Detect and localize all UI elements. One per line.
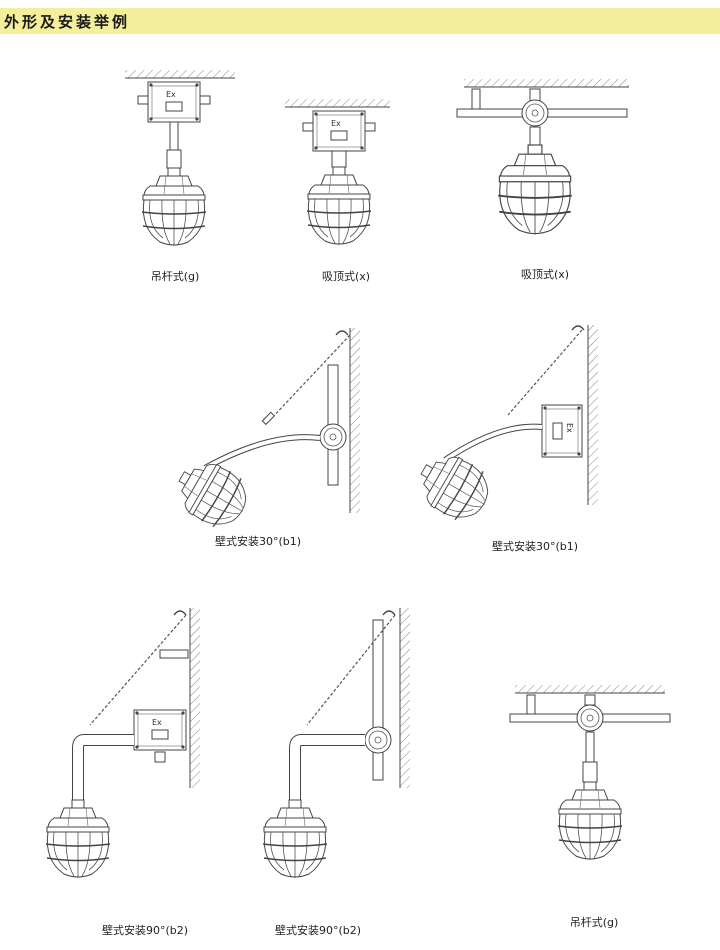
lamp-fixture xyxy=(497,144,573,236)
caption-wall-90-2: 壁式安装90°(b2) xyxy=(274,924,362,937)
ex-junction-box: Ex xyxy=(541,404,583,458)
diagram-pendant-g: Ex xyxy=(120,60,240,260)
round-junction xyxy=(319,423,347,451)
round-junction xyxy=(576,704,604,732)
lamp-fixture xyxy=(557,781,623,861)
diagram-wall-30-round xyxy=(150,320,370,538)
lamp-fixture xyxy=(408,443,500,531)
round-junction xyxy=(364,726,392,754)
diagram-pendant-g-round xyxy=(505,680,675,900)
diagram-ceiling-x-box: Ex xyxy=(285,95,395,255)
pendant-g-round-drawing xyxy=(509,685,671,861)
lamp-fixture xyxy=(262,799,328,879)
ceiling-x-box-drawing: Ex xyxy=(285,99,390,246)
lamp-fixture xyxy=(45,799,111,879)
caption-pendant-g: 吊杆式(g) xyxy=(150,270,200,283)
ex-junction-box: Ex xyxy=(147,81,201,123)
box-label-ex: Ex xyxy=(152,718,162,727)
box-label-ex: Ex xyxy=(166,90,176,99)
caption-ceiling-x-2: 吸顶式(x) xyxy=(520,268,570,281)
diagram-wall-90-round xyxy=(255,600,425,900)
wall-30-box-drawing: Ex xyxy=(408,325,598,531)
box-label-ex: Ex xyxy=(565,423,574,433)
ex-junction-box: Ex xyxy=(312,110,366,152)
round-junction xyxy=(521,99,549,127)
ex-junction-box: Ex xyxy=(133,709,187,751)
section-title: 外形及安装举例 xyxy=(4,13,131,31)
diagram-wall-90-box: Ex xyxy=(40,600,210,900)
caption-ceiling-x-1: 吸顶式(x) xyxy=(321,270,371,283)
box-label-ex: Ex xyxy=(331,119,341,128)
lamp-fixture xyxy=(306,166,372,246)
lamp-fixture xyxy=(141,167,207,247)
pendant-g-drawing: Ex xyxy=(125,70,235,247)
diagram-wall-30-box: Ex xyxy=(400,315,620,531)
ceiling-x-round-drawing xyxy=(456,79,629,236)
wall-30-round-drawing xyxy=(166,328,360,538)
section-header: 外形及安装举例 xyxy=(0,8,720,34)
caption-pendant-g-2: 吊杆式(g) xyxy=(569,916,619,929)
diagram-ceiling-x-round xyxy=(452,75,632,255)
wall-90-box-drawing: Ex xyxy=(45,608,200,879)
caption-wall-30-1: 壁式安装30°(b1) xyxy=(214,535,302,548)
caption-wall-90-1: 壁式安装90°(b2) xyxy=(101,924,189,937)
wall-90-round-drawing xyxy=(262,608,410,879)
lamp-fixture xyxy=(166,450,258,538)
caption-wall-30-2: 壁式安装30°(b1) xyxy=(491,540,579,553)
